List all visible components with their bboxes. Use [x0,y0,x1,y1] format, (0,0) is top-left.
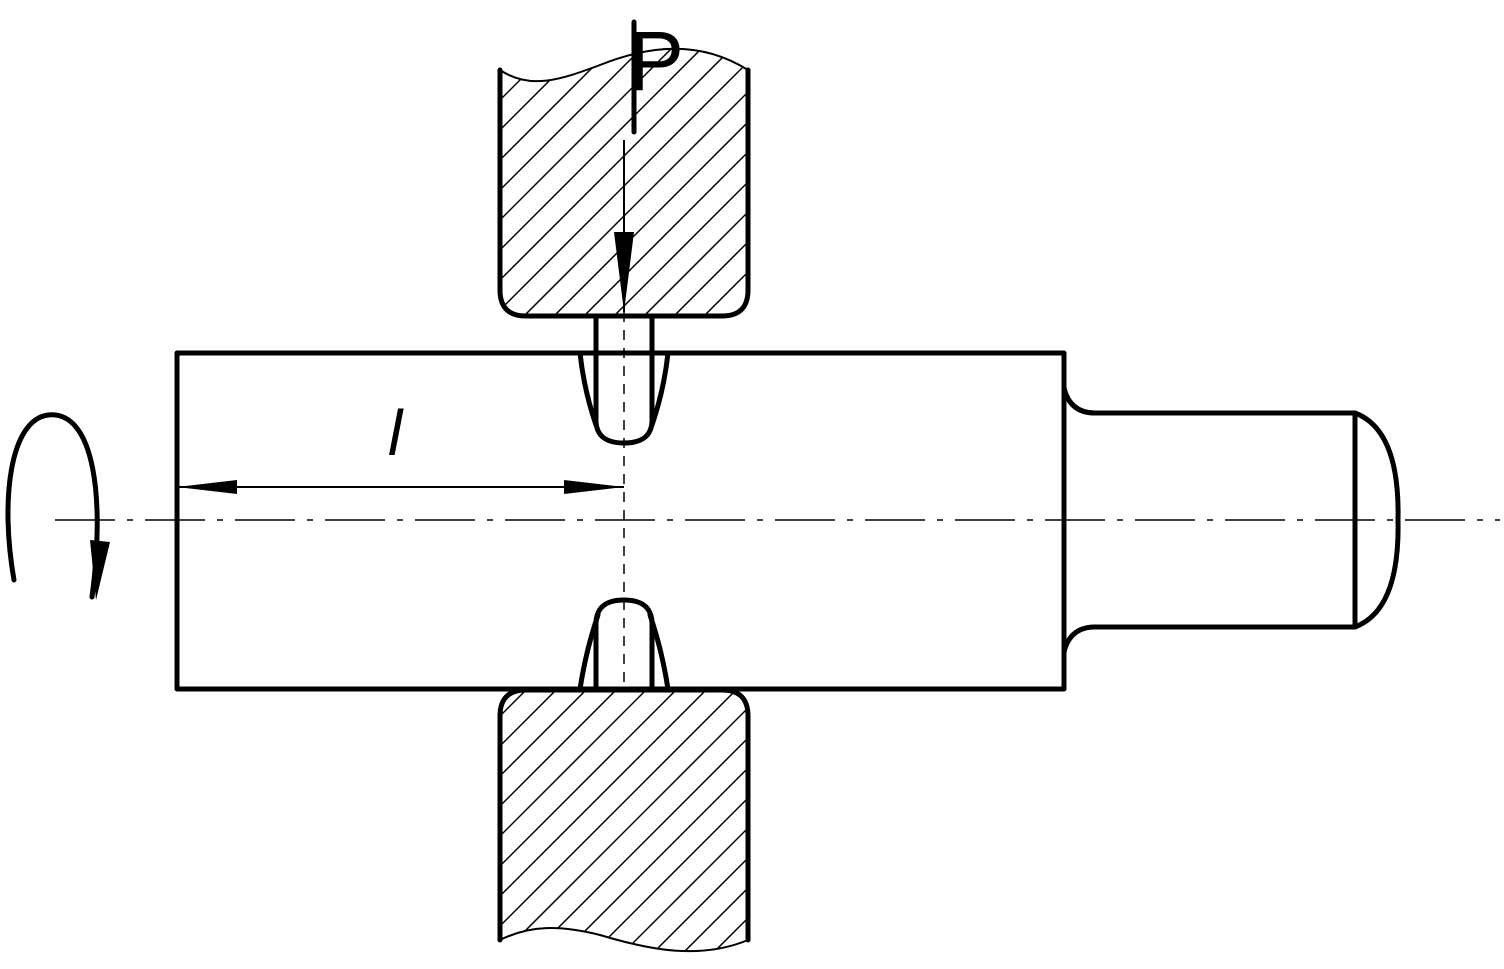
rotation-arrow-icon [5,412,110,600]
force-arrow [614,140,634,312]
length-label: l [388,397,404,469]
length-dimension [177,480,624,494]
lower-hatching [500,690,748,952]
shaft-journal [1061,385,1401,655]
shaft-body [174,350,1067,692]
upper-roller-holder [497,47,751,319]
lower-roller-holder [497,687,751,953]
force-label: P [628,14,684,108]
